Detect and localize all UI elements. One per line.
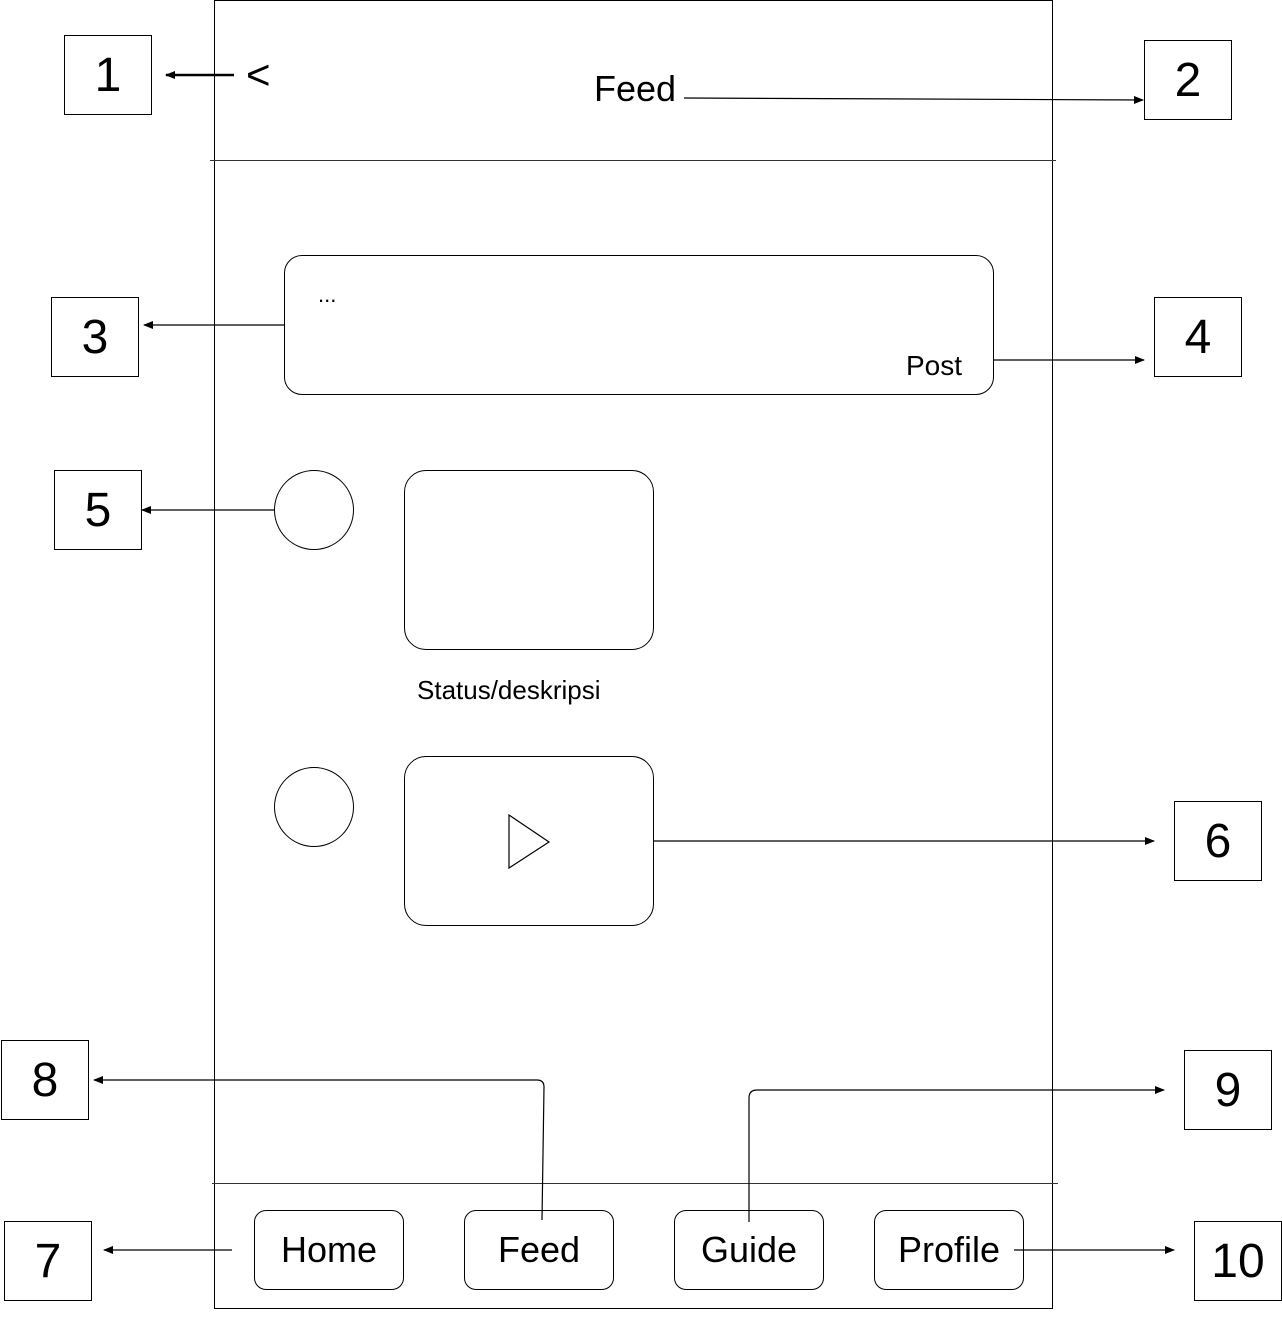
bottom-nav-divider bbox=[212, 1183, 1058, 1184]
callout-2: 2 bbox=[1144, 40, 1232, 120]
callout-7: 7 bbox=[4, 1221, 92, 1301]
callout-6: 6 bbox=[1174, 801, 1262, 881]
callout-3: 3 bbox=[51, 297, 139, 377]
nav-guide-button[interactable]: Guide bbox=[674, 1210, 824, 1290]
callout-5: 5 bbox=[54, 470, 142, 550]
post-button[interactable]: Post bbox=[906, 350, 963, 381]
phone-frame bbox=[214, 0, 1053, 1309]
post-image[interactable] bbox=[404, 470, 654, 650]
callout-4: 4 bbox=[1154, 297, 1242, 377]
nav-profile-button[interactable]: Profile bbox=[874, 1210, 1024, 1290]
avatar[interactable] bbox=[274, 470, 354, 550]
avatar[interactable] bbox=[274, 767, 354, 847]
nav-feed-button[interactable]: Feed bbox=[464, 1210, 614, 1290]
callout-1: 1 bbox=[64, 35, 152, 115]
page-title: Feed bbox=[594, 68, 677, 109]
back-icon[interactable]: < bbox=[246, 51, 271, 98]
callout-9: 9 bbox=[1184, 1050, 1272, 1130]
header-divider bbox=[210, 160, 1056, 161]
callout-10: 10 bbox=[1194, 1221, 1282, 1301]
post-composer[interactable] bbox=[284, 255, 994, 395]
composer-input[interactable]: ... bbox=[318, 282, 337, 307]
play-icon[interactable] bbox=[404, 756, 654, 926]
callout-8: 8 bbox=[1, 1040, 89, 1120]
nav-home-button[interactable]: Home bbox=[254, 1210, 404, 1290]
post-video[interactable] bbox=[404, 756, 654, 926]
post-status-text: Status/deskripsi bbox=[417, 675, 601, 705]
